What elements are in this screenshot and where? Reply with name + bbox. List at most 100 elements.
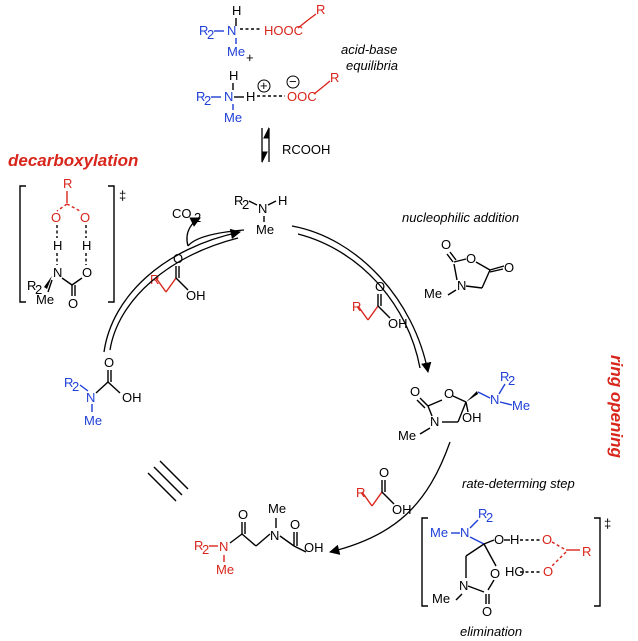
svg-text:R: R [234,193,243,208]
ring-opening-label: ring opening [607,355,626,459]
svg-text:2: 2 [202,542,209,557]
elimination-transition-state: ‡ Me N R 2 O H O R O HO O N O Me [421,506,611,619]
sarcosine-anhydride: O O O N Me [424,237,514,301]
svg-text:OH: OH [462,410,482,425]
svg-text:2: 2 [242,197,249,212]
equilibria-label: equilibria [346,58,398,73]
svg-text:R: R [27,278,36,293]
svg-text:Me: Me [84,413,102,428]
svg-text:‡: ‡ [604,516,611,531]
svg-text:N: N [490,392,499,407]
svg-text:H: H [229,68,238,83]
svg-text:O: O [80,210,90,225]
svg-text:H: H [510,532,519,547]
svg-text:Me: Me [227,44,245,59]
svg-text:O: O [290,517,300,532]
svg-text:O: O [379,465,389,480]
svg-text:O: O [51,210,61,225]
svg-text:Me: Me [424,286,442,301]
amine-acid-complex-1: H R 2 N Me HOOC R [199,2,325,59]
svg-text:OH: OH [122,390,142,405]
urea-carbamic-acid-product: R 2 N Me O N Me O OH [194,501,324,577]
svg-text:Me: Me [224,110,242,125]
svg-text:Me: Me [430,525,448,540]
svg-text:2: 2 [508,373,515,388]
svg-text:O: O [490,566,500,581]
svg-text:R: R [582,544,591,559]
svg-text:N: N [270,528,279,543]
svg-text:OH: OH [304,540,324,555]
svg-text:+: + [260,78,268,93]
svg-text:O: O [68,296,78,311]
svg-text:R: R [194,538,203,553]
svg-text:O: O [466,251,476,266]
svg-text:‡: ‡ [119,188,126,203]
svg-text:HOOC: HOOC [264,23,303,38]
svg-text:R: R [500,369,509,384]
svg-text:N: N [460,525,469,540]
svg-text:R: R [330,70,339,85]
svg-text:O: O [494,532,504,547]
svg-text:R: R [316,2,325,17]
svg-text:O: O [82,265,92,280]
ion-pair: H + R 2 N H Me − OOC R [196,68,339,125]
svg-text:O: O [173,251,183,266]
decarboxylation-transition-state: ‡ R O O H H N O O R 2 Me [19,176,126,311]
co2-subscript: 2 [194,210,201,225]
rate-determining-label: rate-determing step [462,476,575,491]
svg-text:OH: OH [186,288,206,303]
svg-text:Me: Me [432,591,450,606]
equilibrium-arrows [261,126,270,164]
carboxylic-acid-right: R O OH [352,279,408,331]
svg-text:HO: HO [505,564,525,579]
svg-text:R: R [196,89,205,104]
acid-base-label: acid-base [341,42,397,57]
svg-text:R: R [356,485,365,500]
svg-text:O: O [238,507,248,522]
svg-text:H: H [82,238,91,253]
svg-text:H: H [53,238,62,253]
svg-text:OH: OH [392,502,412,517]
svg-text:H: H [278,193,287,208]
svg-text:R: R [199,23,208,38]
svg-text:Me: Me [256,222,274,237]
svg-text:O: O [543,564,553,579]
svg-text:O: O [410,384,420,399]
svg-text:R: R [352,299,361,314]
secondary-amine: R 2 N H Me [234,193,287,237]
svg-text:OH: OH [388,316,408,331]
svg-text:Me: Me [268,501,286,516]
svg-text:N: N [224,89,233,104]
svg-text:O: O [441,237,451,252]
svg-text:R: R [478,506,487,521]
svg-text:N: N [258,201,267,216]
decarboxylation-label: decarboxylation [8,151,138,170]
svg-text:N: N [457,278,466,293]
svg-text:Me: Me [36,292,54,307]
svg-text:O: O [482,604,492,619]
svg-text:2: 2 [486,510,493,525]
svg-text:R: R [63,176,72,191]
tetrahedral-adduct: O O N Me N R 2 Me OH [398,369,530,443]
svg-text:Me: Me [512,398,530,413]
elimination-label: elimination [460,624,522,639]
carbamic-acid: R 2 N Me O OH [64,355,142,428]
svg-text:N: N [227,23,236,38]
svg-text:O: O [104,355,114,370]
rcooh-label: RCOOH [282,142,330,157]
svg-text:O: O [504,260,514,275]
svg-text:O: O [542,532,552,547]
svg-text:O: O [444,386,454,401]
svg-text:N: N [86,390,95,405]
svg-text:H: H [232,3,241,18]
svg-text:N: N [219,539,228,554]
identity-symbol [147,460,189,502]
svg-text:2: 2 [35,282,42,297]
svg-text:Me: Me [216,562,234,577]
svg-text:R: R [150,272,159,287]
svg-text:O: O [375,279,385,294]
nucleophilic-addition-label: nucleophilic addition [402,210,519,225]
svg-text:N: N [430,414,439,429]
svg-text:Me: Me [398,428,416,443]
